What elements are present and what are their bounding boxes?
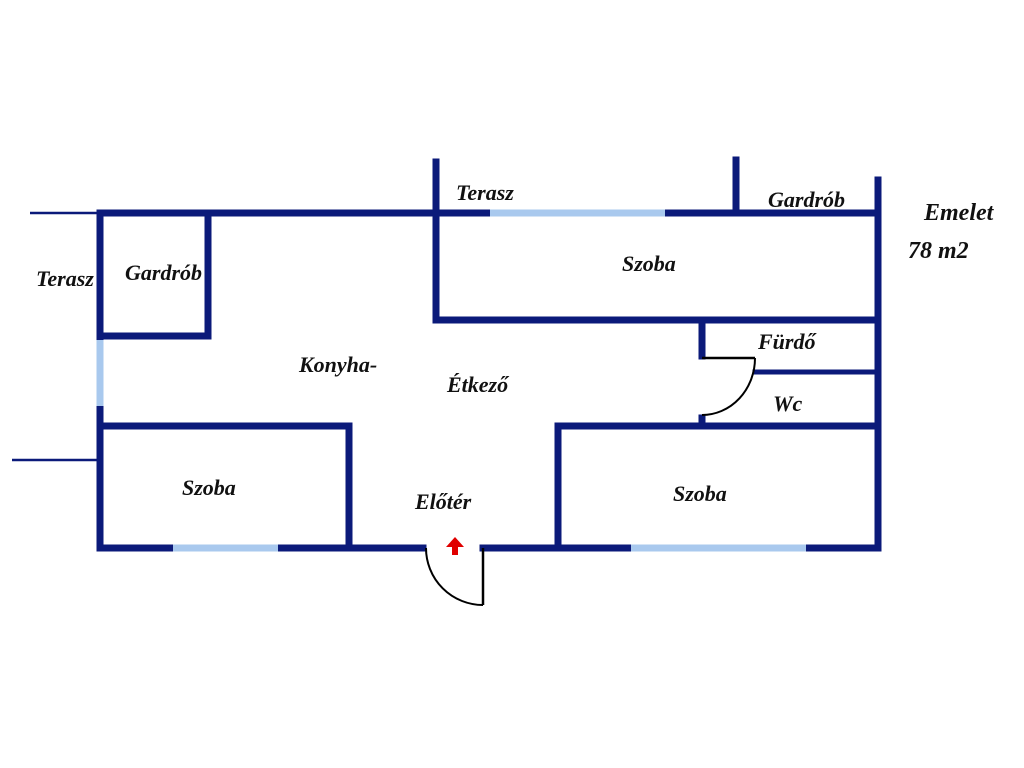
label-room-top: Szoba	[622, 251, 676, 276]
label-wc: Wc	[773, 391, 803, 416]
entrance-door	[425, 547, 485, 606]
label-floor-name: Emelet	[923, 200, 995, 226]
bathroom-door	[701, 356, 756, 416]
label-terrace-top: Terasz	[456, 180, 514, 205]
label-dining: Étkező	[446, 372, 510, 397]
interior-walls	[96, 209, 882, 552]
label-kitchen: Konyha-	[298, 352, 377, 377]
label-terrace-left: Terasz	[36, 266, 94, 291]
label-bathroom: Fürdő	[757, 329, 817, 354]
windows	[96, 209, 806, 552]
label-hall: Előtér	[414, 489, 472, 514]
label-room-left: Szoba	[182, 475, 236, 500]
label-room-right: Szoba	[673, 481, 727, 506]
entrance-arrow-icon	[446, 537, 464, 555]
label-wardrobe-left: Gardrób	[125, 260, 202, 285]
label-wardrobe-top-right: Gardrób	[768, 187, 845, 212]
label-floor-area: 78 m2	[908, 238, 969, 264]
